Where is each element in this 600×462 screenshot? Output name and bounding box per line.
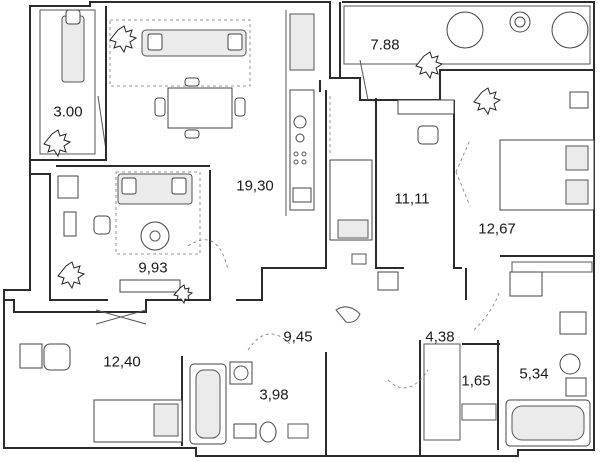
bathroom-small	[189, 361, 309, 445]
bedroom-right	[455, 87, 595, 273]
room-area-loggia-left: 3.00	[53, 103, 83, 121]
room-center	[329, 96, 455, 291]
room-area-bathroom-right: 5,34	[519, 365, 549, 383]
room-area-bathroom-small: 3,98	[259, 386, 289, 404]
bedroom-bottom-left	[19, 309, 183, 443]
balcony-top	[343, 5, 591, 101]
interior-walls	[4, 6, 594, 456]
hall	[187, 239, 501, 389]
kitchen-living	[109, 10, 315, 216]
room-area-kitchen-living: 19,30	[236, 177, 274, 195]
loggia-left	[39, 9, 107, 158]
room-area-hall: 9,45	[283, 328, 313, 346]
outer-walls	[3, 1, 595, 457]
room-area-balcony-top: 7.88	[370, 36, 400, 54]
study-left	[57, 171, 201, 305]
storage	[423, 343, 497, 441]
room-area-corridor: 4,38	[425, 328, 455, 346]
bathroom-right	[505, 271, 591, 447]
room-area-storage: 1,65	[461, 372, 491, 390]
room-area-bedroom-right: 12,67	[478, 220, 516, 238]
room-area-study-left: 9,93	[138, 259, 168, 277]
room-area-bedroom-bottom-left: 12,40	[103, 353, 141, 371]
room-area-room-center: 11,11	[394, 190, 430, 208]
